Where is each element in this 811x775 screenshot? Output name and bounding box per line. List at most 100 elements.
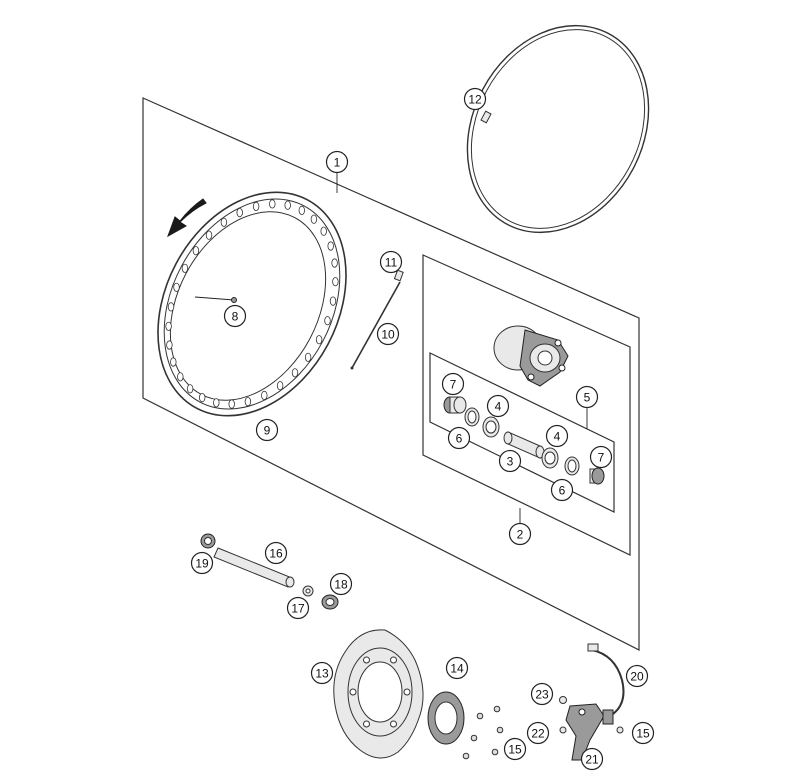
callout-6: 6 xyxy=(550,478,574,502)
callout-13: 13 xyxy=(310,661,334,685)
callout-number: 6 xyxy=(456,432,463,446)
callout-circle xyxy=(329,572,353,596)
wheel-spindle xyxy=(213,547,295,588)
callout-11: 11 xyxy=(379,250,403,274)
abs-sensor-cable xyxy=(587,643,625,725)
brake-disc-holes xyxy=(349,656,411,728)
rotation-direction-arrow xyxy=(167,198,207,238)
washer xyxy=(302,585,314,597)
spoke-hole xyxy=(173,282,180,292)
callout-number: 18 xyxy=(334,578,348,592)
disc-screws xyxy=(462,705,504,760)
callout-number: 7 xyxy=(598,451,605,465)
callout-9: 9 xyxy=(255,418,279,442)
disc-hole xyxy=(390,720,397,728)
disc-hole xyxy=(363,656,370,664)
callout-circle xyxy=(223,304,247,328)
callout-circle xyxy=(325,150,349,174)
spoke-hole xyxy=(327,241,334,251)
callout-circle xyxy=(625,664,649,688)
callout-17: 17 xyxy=(286,596,310,620)
callout-14: 14 xyxy=(445,656,469,680)
callout-23: 23 xyxy=(530,682,554,706)
callout-circle xyxy=(575,385,599,409)
spoke-hole xyxy=(252,201,260,211)
callout-number: 16 xyxy=(269,547,283,561)
screw xyxy=(462,752,470,760)
wheel-hub xyxy=(493,325,569,387)
screw xyxy=(491,748,499,756)
callout-2: 2 xyxy=(508,522,532,546)
spoke-hole xyxy=(181,263,189,273)
callout-circle xyxy=(255,418,279,442)
sensor-screw xyxy=(616,726,624,734)
callout-number: 3 xyxy=(507,455,514,469)
spoke-hole xyxy=(276,381,284,391)
spoke-hole xyxy=(177,372,184,382)
spoke-hole xyxy=(320,226,327,236)
spindle-nut-left xyxy=(200,533,216,549)
callout-12: 12 xyxy=(463,87,487,111)
screw xyxy=(496,726,504,734)
callout-number: 11 xyxy=(385,256,398,270)
spoke-hole xyxy=(205,230,213,240)
spoke xyxy=(350,281,401,370)
spoke-hole xyxy=(165,321,172,331)
callout-circle xyxy=(310,661,334,685)
spoke-hole xyxy=(244,396,252,407)
spoke-hole xyxy=(192,246,200,256)
bearing-left xyxy=(482,416,500,438)
callout-6: 6 xyxy=(447,426,471,450)
callout-7: 7 xyxy=(589,445,613,469)
callout-15: 15 xyxy=(631,721,655,745)
callout-number: 4 xyxy=(554,430,561,444)
callout-circle xyxy=(463,87,487,111)
rim-spoke-holes xyxy=(165,199,339,409)
screw xyxy=(470,734,478,742)
brake-disc xyxy=(333,629,424,759)
callout-circle xyxy=(589,445,613,469)
callout-circle xyxy=(526,721,550,745)
bearing-right xyxy=(541,447,559,469)
callout-number: 2 xyxy=(517,528,524,542)
callout-number: 6 xyxy=(559,484,566,498)
callout-number: 7 xyxy=(450,378,457,392)
seal-ring-right xyxy=(564,456,580,476)
spoke-hole xyxy=(220,217,228,227)
callout-circle xyxy=(580,747,604,771)
spoke-hole xyxy=(236,208,243,218)
spoke-hole xyxy=(324,316,331,326)
bracket-screw-22 xyxy=(559,726,567,734)
callout-4: 4 xyxy=(545,424,569,448)
callout-number: 4 xyxy=(495,400,502,414)
spoke-hole xyxy=(166,340,173,350)
spoke-hole xyxy=(298,205,305,215)
callout-number: 14 xyxy=(450,662,464,676)
callout-number: 23 xyxy=(535,688,549,702)
spoke-hole xyxy=(284,200,291,210)
disc-hole xyxy=(390,656,397,664)
spoke-hole xyxy=(291,368,299,378)
spacer-sleeve xyxy=(321,594,339,610)
wheel-assembly-frame xyxy=(142,97,640,651)
spoke-nipple-small xyxy=(393,269,404,282)
rim xyxy=(157,191,347,417)
callout-circle xyxy=(376,322,400,346)
callout-circle xyxy=(286,596,310,620)
callout-circle xyxy=(190,551,214,575)
callout-19: 19 xyxy=(190,551,214,575)
spoke-hole xyxy=(269,199,276,209)
callout-circle xyxy=(441,372,465,396)
callout-16: 16 xyxy=(264,541,288,565)
callout-10: 10 xyxy=(376,322,400,346)
callout-circle xyxy=(445,656,469,680)
callout-22: 22 xyxy=(526,721,550,745)
callout-number: 9 xyxy=(264,424,271,438)
callout-number: 20 xyxy=(630,670,644,684)
abs-sensor-ring xyxy=(427,691,465,745)
disc-hole xyxy=(363,720,370,728)
spoke-hole xyxy=(198,392,206,403)
callout-5: 5 xyxy=(575,385,599,409)
